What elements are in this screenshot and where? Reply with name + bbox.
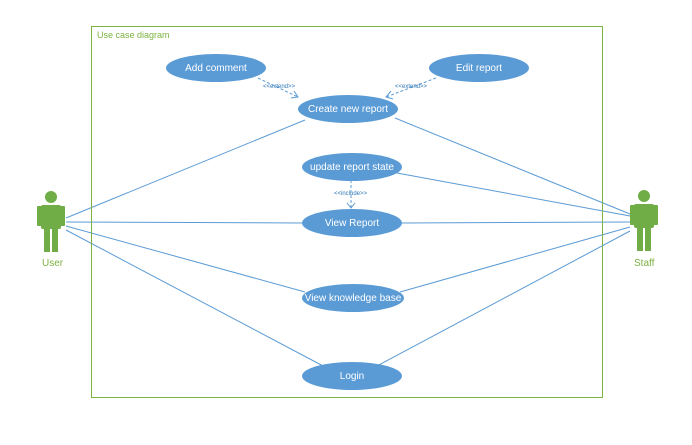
assoc-staff-view-report [400, 221, 631, 224]
assoc-user-create-report [65, 119, 306, 219]
usecase-create-new-report[interactable]: Create new report [298, 95, 398, 123]
staff-actor-label: Staff [634, 258, 655, 269]
usecase-view-knowledge-base[interactable]: View knowledge base [302, 284, 404, 312]
assoc-staff-create-report [394, 117, 631, 215]
diagram-title: Use case diagram [97, 30, 170, 40]
assoc-user-view-report [65, 221, 304, 224]
assoc-user-login [65, 229, 326, 368]
usecase-update-report-state[interactable]: update report state [302, 153, 402, 181]
extend-arrow-add-comment [257, 77, 299, 98]
extend-label-right: <<extend>> [395, 84, 428, 90]
usecase-add-comment[interactable]: Add comment [166, 54, 266, 82]
staff-actor-icon [630, 190, 658, 251]
assoc-staff-login [376, 230, 631, 367]
assoc-staff-view-kb [399, 226, 631, 293]
usecase-edit-report[interactable]: Edit report [429, 54, 529, 82]
extend-arrowhead-right [385, 90, 394, 100]
usecase-view-report[interactable]: View Report [302, 209, 402, 237]
include-arrowhead [346, 202, 356, 209]
extend-arrow-edit-report [385, 77, 437, 98]
extend-arrowhead-left [290, 90, 299, 99]
include-label: <<include>> [334, 191, 368, 197]
user-actor-icon [37, 191, 65, 252]
system-boundary [91, 26, 603, 398]
user-actor-label: User [42, 258, 64, 269]
usecase-login[interactable]: Login [302, 362, 402, 390]
extend-label-left: <<extend>> [263, 84, 296, 90]
assoc-user-view-kb [65, 225, 306, 293]
assoc-staff-update-state [396, 172, 631, 217]
